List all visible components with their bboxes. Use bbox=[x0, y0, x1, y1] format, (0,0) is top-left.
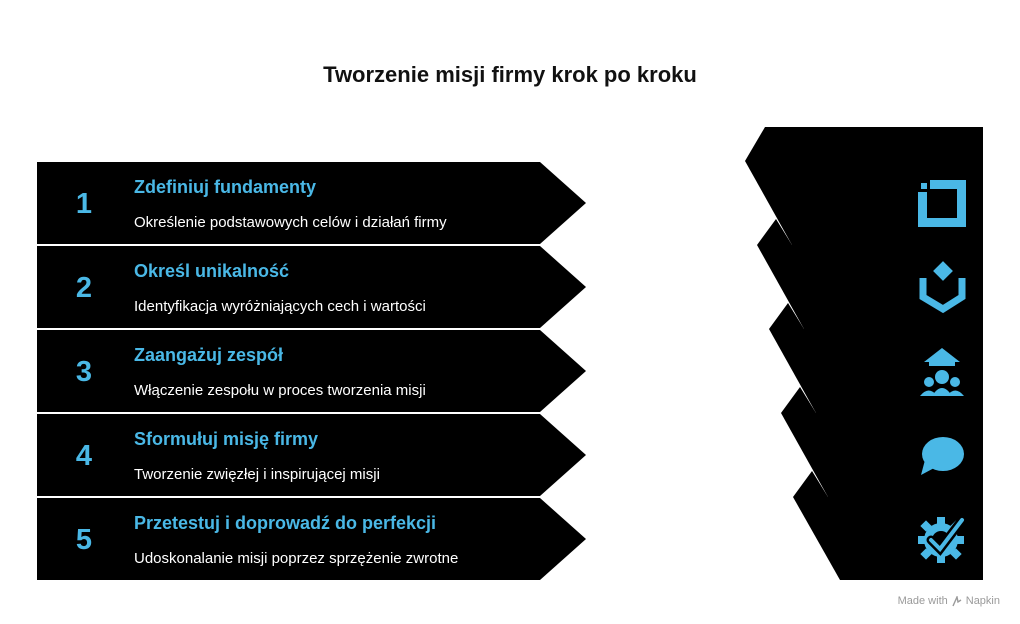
step-3-heading: Zaangażuj zespół bbox=[134, 345, 283, 365]
stair-9 bbox=[793, 497, 983, 580]
step-5-heading: Przetestuj i doprowadź do perfekcji bbox=[134, 513, 436, 533]
gear-check-icon bbox=[918, 515, 967, 563]
step-1-number: 1 bbox=[76, 188, 92, 220]
step-3-arrow bbox=[37, 330, 586, 412]
step-3: 3 Zaangażuj zespół Włączenie zespołu w p… bbox=[37, 330, 586, 412]
step-2-description: Identyfikacja wyróżniających cech i wart… bbox=[134, 298, 426, 315]
stair-6 bbox=[781, 387, 816, 413]
step-4-arrow bbox=[37, 414, 586, 496]
step-4: 4 Sformułuj misję firmy Tworzenie zwięzł… bbox=[37, 414, 586, 496]
step-2: 2 Określ unikalność Identyfikacja wyróżn… bbox=[37, 246, 586, 328]
stair-3 bbox=[757, 245, 983, 329]
steps-diagram: 1 Zdefiniuj fundamenty Określenie podsta… bbox=[37, 127, 983, 580]
speech-bubble-icon bbox=[921, 437, 964, 475]
unique-cube-icon bbox=[919, 261, 966, 314]
step-5: 5 Przetestuj i doprowadź do perfekcji Ud… bbox=[37, 498, 586, 580]
made-with-label: Made with bbox=[897, 595, 948, 607]
step-1: 1 Zdefiniuj fundamenty Określenie podsta… bbox=[37, 162, 586, 244]
step-5-description: Udoskonalanie misji poprzez sprzężenie z… bbox=[134, 550, 458, 567]
step-2-arrow bbox=[37, 246, 586, 328]
stair-2 bbox=[757, 219, 792, 245]
square-frame-icon bbox=[918, 180, 966, 227]
stair-4 bbox=[769, 303, 804, 329]
made-with-napkin[interactable]: Made with Napkin bbox=[898, 595, 1000, 607]
step-3-number: 3 bbox=[76, 356, 92, 388]
step-3-description: Włączenie zespołu w proces tworzenia mis… bbox=[134, 382, 426, 399]
step-2-number: 2 bbox=[76, 272, 92, 304]
step-1-heading: Zdefiniuj fundamenty bbox=[134, 177, 316, 197]
team-icon bbox=[920, 348, 964, 396]
step-1-description: Określenie podstawowych celów i działań … bbox=[134, 214, 447, 231]
stair-7 bbox=[781, 413, 983, 497]
step-5-number: 5 bbox=[76, 524, 92, 556]
stair-8 bbox=[793, 471, 828, 497]
step-5-arrow bbox=[37, 498, 586, 580]
step-1-arrow bbox=[37, 162, 586, 244]
step-4-description: Tworzenie zwięzłej i inspirującej misji bbox=[134, 466, 380, 483]
stair-top bbox=[745, 127, 983, 161]
diagram-title: Tworzenie misji firmy krok po kroku bbox=[323, 62, 697, 87]
step-4-number: 4 bbox=[76, 440, 92, 472]
napkin-logo-icon bbox=[952, 595, 962, 606]
step-2-heading: Określ unikalność bbox=[134, 261, 289, 281]
napkin-brand: Napkin bbox=[965, 595, 1000, 607]
step-4-heading: Sformułuj misję firmy bbox=[134, 429, 318, 449]
